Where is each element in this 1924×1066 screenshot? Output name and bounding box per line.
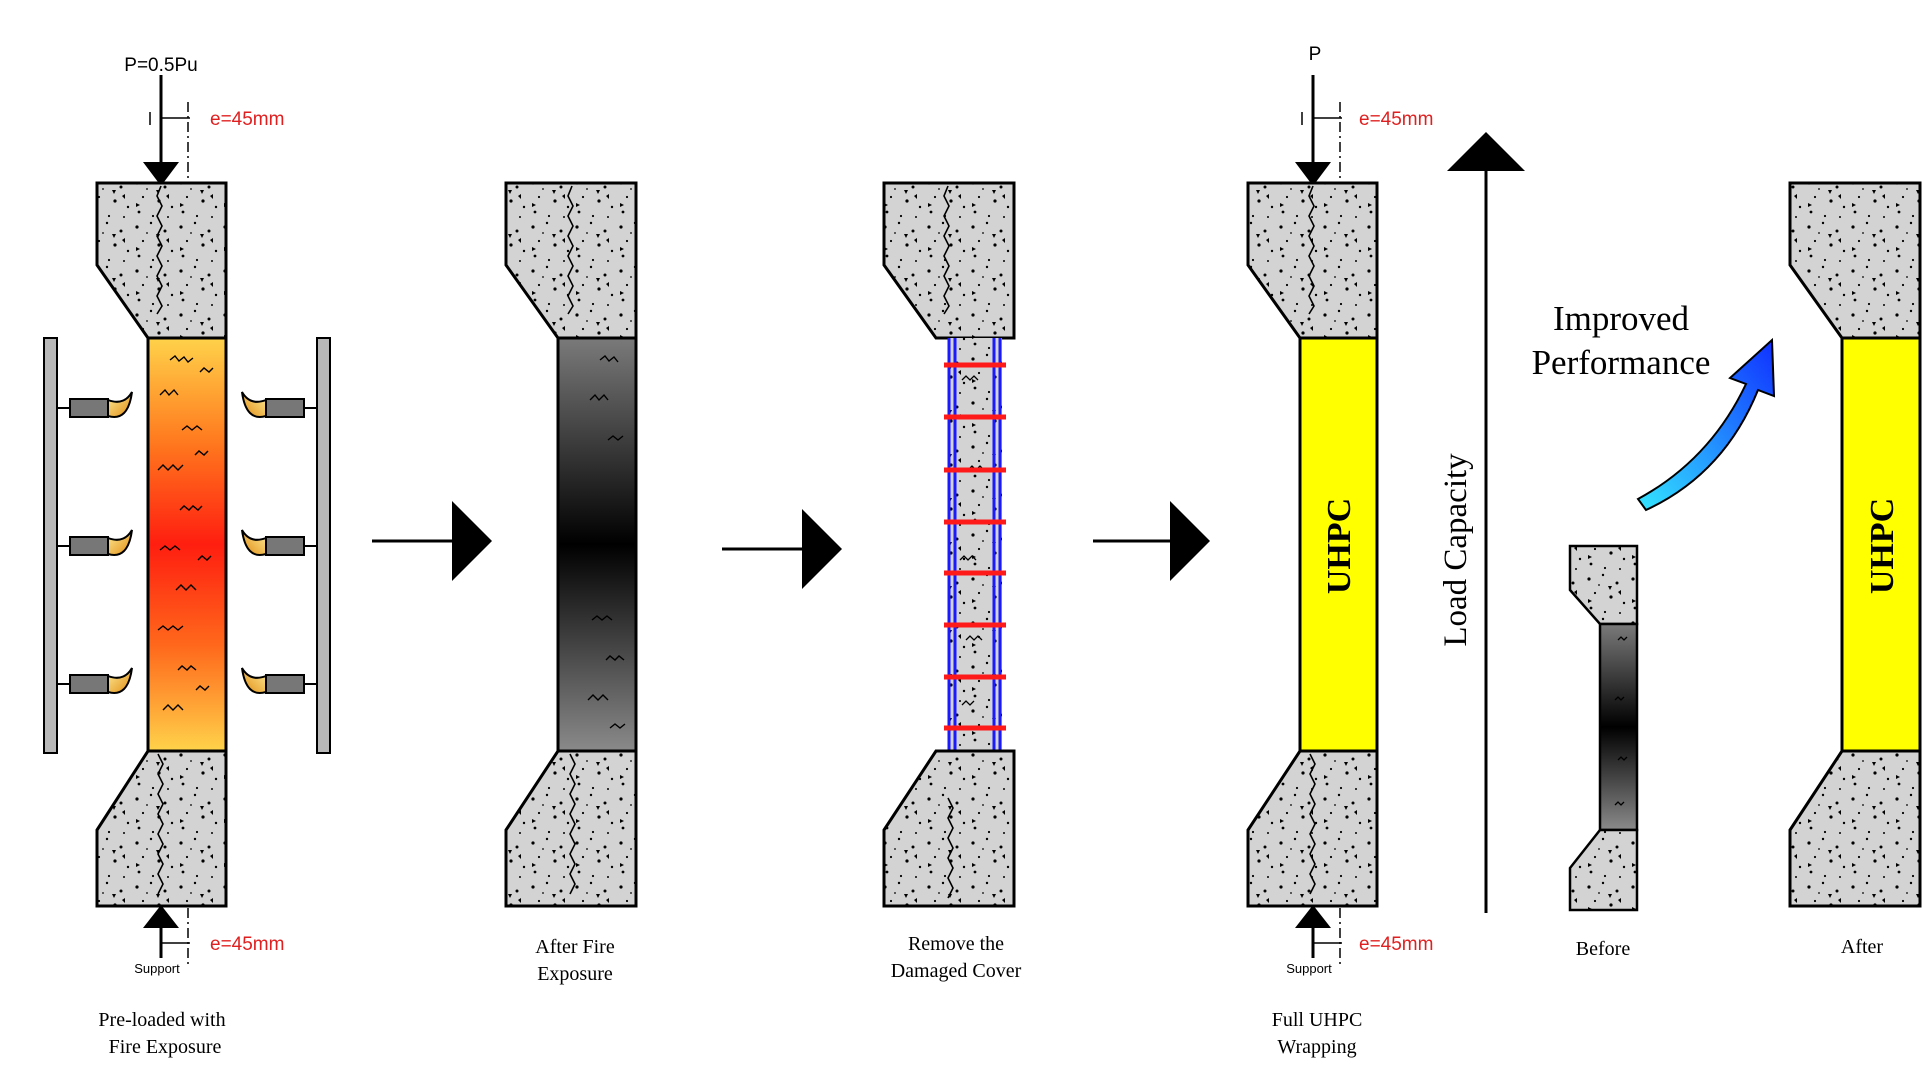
- burner-icon: [241, 391, 317, 418]
- bracket-crack-bottom: [569, 753, 576, 895]
- stage-3-remove-cover: Remove the Damaged Cover: [882, 181, 1022, 982]
- transverse-ties: [944, 362, 1006, 731]
- longitudinal-rebar: [947, 338, 1002, 751]
- burners-right: [241, 391, 317, 694]
- fire-cracks: [157, 355, 214, 711]
- uhpc-jacket: [1298, 336, 1379, 753]
- stage-1-caption-line-2: Fire Exposure: [109, 1036, 222, 1058]
- before-cracks: [1614, 636, 1628, 806]
- load-capacity-axis-label: Load Capacity: [1438, 453, 1474, 647]
- burners-left: [57, 391, 133, 694]
- before-burnt-column: [1598, 622, 1639, 832]
- stage-1-caption-line-1: Pre-loaded with: [98, 1009, 225, 1031]
- stage-2-caption-line-2: Exposure: [537, 963, 613, 985]
- support-label: Support: [1286, 961, 1332, 976]
- stage-4-uhpc-wrapping: P e=45mm UHPC e=45mm Support Full UHPC W…: [1246, 44, 1433, 1058]
- bracket-crack-top: [943, 185, 950, 315]
- bottom-bracket: [882, 749, 1016, 908]
- bottom-bracket: [504, 749, 638, 908]
- eccentricity-top-label: e=45mm: [210, 109, 284, 130]
- process-arrow-1: [372, 501, 492, 581]
- heated-column-segment: [146, 336, 228, 753]
- burnt-column-segment: [556, 336, 638, 753]
- core-cracks: [959, 375, 985, 706]
- burner-icon: [57, 529, 133, 556]
- burnt-cracks: [587, 355, 626, 729]
- bracket-crack-top: [567, 185, 574, 315]
- load-label: P=0.5Pu: [124, 55, 197, 76]
- furnace-wall-right: [316, 337, 331, 754]
- stage-4-caption-line-1: Full UHPC: [1272, 1009, 1363, 1031]
- bracket-crack-bottom: [157, 753, 164, 895]
- after-top-bracket: [1788, 181, 1922, 340]
- load-label: P: [1309, 44, 1322, 65]
- load-arrow-head: [1295, 162, 1331, 186]
- before-top-bracket: [1568, 544, 1639, 626]
- after-specimen: UHPC: [1788, 181, 1922, 908]
- load-capacity-axis-arrowhead: [1447, 132, 1525, 171]
- after-uhpc-jacket-label: UHPC: [1864, 498, 1901, 594]
- eccentricity-top-label: e=45mm: [1359, 109, 1433, 130]
- before-specimen: [1568, 544, 1639, 912]
- bracket-crack-bottom: [1309, 753, 1316, 895]
- stage-2-caption-line-1: After Fire: [535, 936, 615, 958]
- load-arrow-head: [143, 162, 179, 186]
- stage-3-caption-line-1: Remove the: [908, 933, 1004, 955]
- eccentricity-bottom-label: e=45mm: [1359, 934, 1433, 955]
- stage-2-after-fire: After Fire Exposure: [504, 181, 638, 985]
- burner-icon: [57, 667, 133, 694]
- eccentricity-bottom-label: e=45mm: [210, 934, 284, 955]
- support-arrow-head: [143, 905, 179, 928]
- before-label: Before: [1576, 938, 1631, 960]
- uhpc-jacket-label: UHPC: [1321, 498, 1358, 594]
- burner-icon: [241, 667, 317, 694]
- after-bottom-bracket: [1788, 749, 1922, 908]
- improved-performance-arrow: [1636, 337, 1776, 512]
- improved-performance-label-line-1: Improved: [1553, 299, 1690, 338]
- after-uhpc-jacket: [1840, 336, 1922, 753]
- process-arrow-2: [722, 509, 842, 589]
- bracket-crack-top: [1308, 185, 1315, 315]
- after-label: After: [1841, 936, 1884, 958]
- before-bottom-bracket: [1568, 828, 1639, 912]
- support-arrow-head: [1295, 905, 1331, 928]
- stage-1-preloaded-fire-exposure: P=0.5Pu e=45mm: [43, 55, 331, 1058]
- load-capacity-comparison: Load Capacity Improved Performance Befor…: [1438, 132, 1922, 960]
- bracket-crack-top: [156, 185, 163, 315]
- process-arrow-3: [1093, 501, 1210, 581]
- bracket-crack-bottom: [947, 797, 954, 899]
- stage-3-caption-line-2: Damaged Cover: [891, 960, 1022, 982]
- top-bracket: [1246, 181, 1379, 340]
- improved-performance-label-line-2: Performance: [1532, 343, 1711, 382]
- burner-icon: [241, 529, 317, 556]
- support-label: Support: [134, 961, 180, 976]
- stage-4-caption-line-2: Wrapping: [1277, 1036, 1356, 1058]
- burner-icon: [57, 391, 133, 418]
- furnace-wall-left: [43, 337, 58, 754]
